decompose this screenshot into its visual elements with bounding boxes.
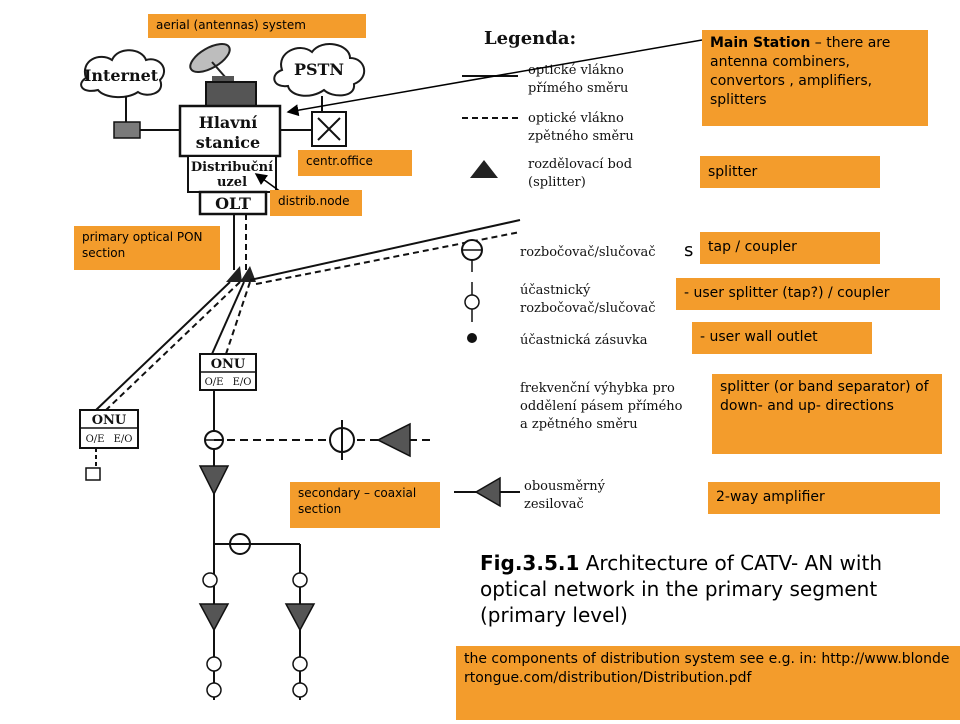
tap-coupler-annotation: tap / coupler — [700, 232, 880, 264]
distrib-node-label-1: Distribuční — [191, 160, 273, 175]
olt-box: OLT — [198, 190, 268, 216]
central-office-switch-box — [311, 111, 347, 147]
main-station-label-2: stanice — [196, 133, 260, 152]
amplifier-icon — [198, 603, 230, 632]
onu-lower-eo: E/O — [114, 434, 133, 445]
figure-text: Architecture of CATV- AN with optical ne… — [480, 551, 882, 627]
centr-office-annotation: centr.office — [298, 150, 412, 176]
splitter-annotation: splitter — [700, 156, 880, 188]
legend-splitter-icon — [470, 160, 498, 178]
tap-icon — [206, 682, 222, 698]
legend-wall-outlet-icon — [467, 333, 477, 343]
amplifier-icon — [284, 603, 316, 632]
two-way-amp-annotation: 2-way amplifier — [708, 482, 940, 514]
optical-splitter-icon — [240, 266, 256, 282]
legend-amplifier-icon — [474, 476, 501, 508]
headend-equipment-box — [205, 81, 257, 109]
legend-band-sep-3: a zpětného směru — [520, 417, 638, 432]
internet-label: Internet — [84, 66, 159, 85]
legend-amp-2: zesilovač — [524, 497, 584, 512]
legend-fiber-down-1: optické vlákno — [528, 63, 624, 78]
figure-caption: Fig.3.5.1 Architecture of CATV- AN with … — [480, 550, 920, 628]
secondary-coax-annotation: secondary – coaxial section — [290, 482, 440, 528]
legend-user-tap-2: rozbočovač/slučovač — [520, 301, 656, 316]
tap-icon — [202, 572, 218, 588]
tap-icon — [292, 682, 308, 698]
aerial-annotation: aerial (antennas) system — [148, 14, 366, 38]
legend-splitter-2: (splitter) — [528, 175, 586, 190]
reference-annotation: the components of distribution system se… — [456, 646, 960, 720]
user-wall-outlet-annotation: - user wall outlet — [692, 322, 872, 354]
distribution-node-box: Distribuční uzel — [187, 155, 277, 193]
distrib-node-label-2: uzel — [217, 175, 247, 190]
internet-router-box — [113, 121, 141, 139]
user-splitter-annotation: - user splitter (tap?) / coupler — [676, 278, 940, 310]
onu-lower-oe: O/E — [86, 434, 105, 445]
legend-user-tap-1: účastnický — [520, 283, 591, 298]
band-splitter-annotation: splitter (or band separator) of down- an… — [712, 374, 942, 454]
legend-fiber-up-2: zpětného směru — [528, 129, 634, 144]
pstn-label: PSTN — [294, 60, 344, 79]
primary-optical-annotation: primary optical PON section — [74, 226, 220, 270]
main-station-annotation: Main Station – there are antenna combine… — [702, 30, 928, 126]
two-way-amplifier-icon — [376, 422, 411, 458]
onu-upper-box: ONU O/E E/O — [199, 353, 257, 391]
legend-user-tap-icon — [464, 294, 480, 310]
stray-letter: s — [684, 240, 694, 261]
user-outlet-box — [85, 467, 101, 481]
legend-title: Legenda: — [484, 28, 576, 49]
main-station-pointer — [286, 39, 703, 117]
onu-upper-eo: E/O — [233, 377, 252, 388]
onu-lower-box: ONU O/E E/O — [79, 409, 139, 449]
onu-upper-label: ONU — [211, 357, 246, 372]
legend-fiber-up-1: optické vlákno — [528, 111, 624, 126]
amplifier-icon — [198, 465, 230, 496]
legend-tap: rozbočovač/slučovač — [520, 245, 656, 260]
distrib-node-annotation: distrib.node — [270, 190, 362, 216]
olt-label: OLT — [215, 194, 251, 213]
onu-lower-label: ONU — [92, 413, 127, 428]
legend-band-sep-1: frekvenční výhybka pro — [520, 381, 675, 396]
pstn-cloud-icon: PSTN — [273, 43, 365, 97]
onu-upper-oe: O/E — [205, 377, 224, 388]
main-station-desc: – there are antenna combiners, convertor… — [710, 35, 891, 108]
satellite-dish-icon — [189, 43, 234, 84]
internet-cloud-icon: Internet — [80, 49, 165, 98]
legend-amp-1: obousměrný — [524, 479, 606, 494]
main-station-box: Hlavní stanice — [178, 104, 282, 158]
tap-icon — [292, 572, 308, 588]
optical-splitter-icon — [226, 266, 242, 282]
legend-splitter-1: rozdělovací bod — [528, 157, 632, 172]
legend-band-sep-2: oddělení pásem přímého — [520, 399, 683, 414]
main-station-label-1: Hlavní — [199, 113, 258, 132]
legend-wall-outlet: účastnická zásuvka — [520, 333, 648, 348]
legend-fiber-down-2: přímého směru — [528, 81, 628, 96]
tap-icon — [206, 656, 222, 672]
tap-icon — [292, 656, 308, 672]
figure-label: Fig.3.5.1 — [480, 551, 580, 575]
main-station-title: Main Station — [710, 35, 811, 51]
